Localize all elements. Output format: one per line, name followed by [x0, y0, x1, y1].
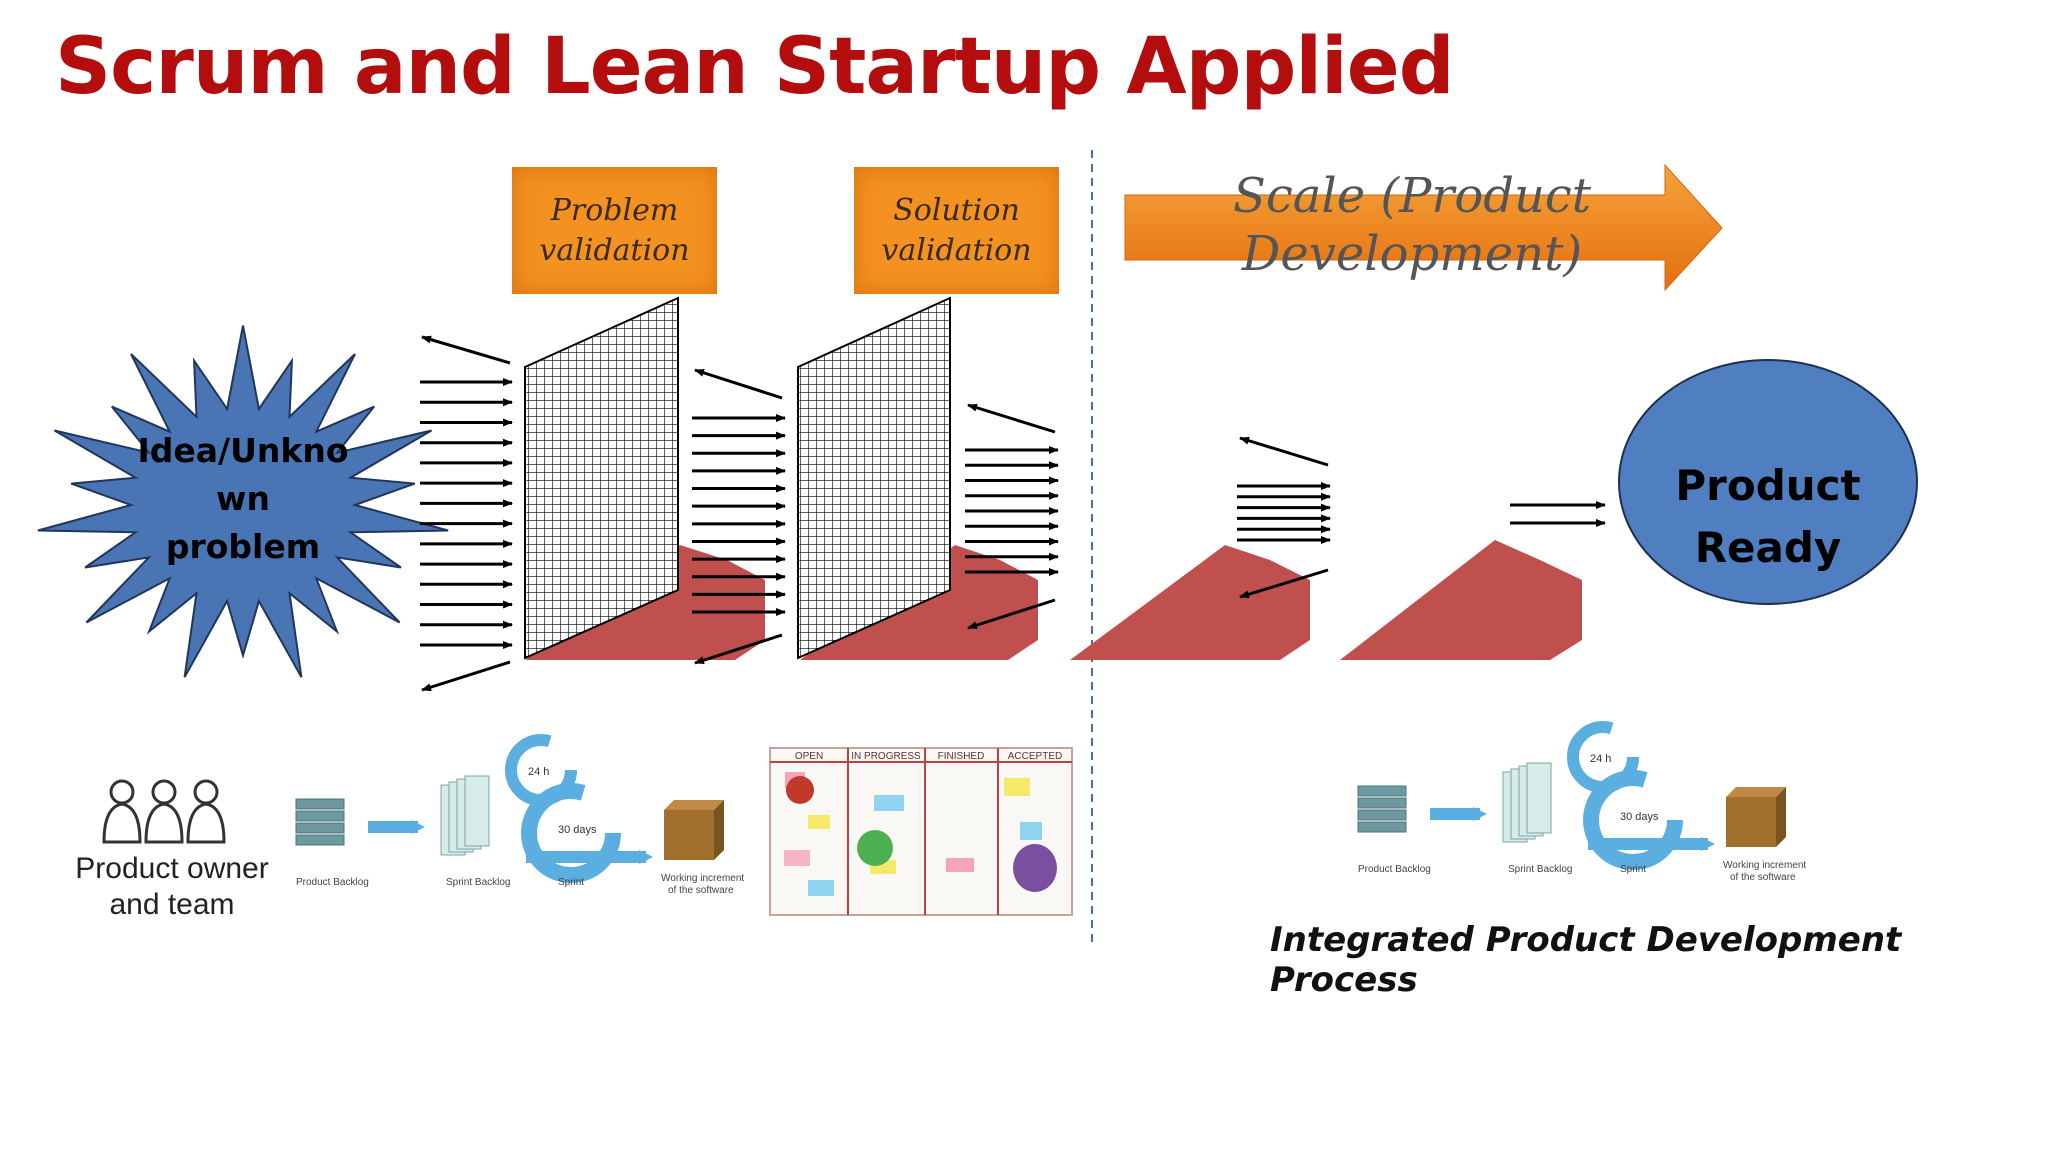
hypothesis-arrows	[420, 335, 1606, 692]
process-caption: Integrated Product Development Process	[1270, 920, 1902, 1000]
cycle-24h-label: 24 h	[528, 766, 549, 778]
arrow	[694, 368, 783, 400]
arrow	[421, 660, 511, 692]
kanban-col-progress: IN PROGRESS	[851, 751, 921, 762]
problem-grid	[524, 296, 679, 660]
product-ready-circle: Product Ready	[1618, 359, 1918, 605]
backlog-item	[295, 834, 345, 846]
sticky-note	[1004, 778, 1030, 796]
idea-starburst: Idea/Unkno wn problem	[37, 325, 449, 678]
sticky-note	[874, 795, 904, 811]
sprint-backlog-label: Sprint Backlog	[446, 877, 510, 888]
idea-label-line2: wn	[216, 479, 270, 518]
scale-arrow: Scale (Product Development)	[1124, 163, 1723, 292]
cycle-24h-label: 24 h	[1590, 753, 1611, 765]
increment-label-line1: Working increment	[1723, 860, 1806, 871]
sticky-note	[784, 850, 810, 866]
funnel-3	[1070, 545, 1310, 660]
sprint-label: Sprint	[1620, 864, 1646, 875]
sticky-note	[1020, 822, 1042, 840]
solution-note-line2: validation	[881, 232, 1032, 268]
increment-box	[664, 810, 714, 860]
scale-label-line2: Development)	[1241, 226, 1582, 282]
team-icon	[102, 779, 226, 844]
increment-label-line1: Working increment	[661, 873, 744, 884]
backlog-item	[1357, 809, 1407, 821]
cycle-30d-label: 30 days	[558, 824, 597, 836]
monster-green-icon	[857, 830, 893, 866]
funnel-4	[1340, 540, 1582, 660]
sticky-note	[808, 880, 834, 896]
sprint-backlog-sheet	[464, 775, 490, 847]
backlog-item	[1357, 797, 1407, 809]
arrow	[1239, 568, 1329, 599]
increment-label-line2: of the software	[668, 885, 734, 896]
arrow	[967, 403, 1056, 434]
backlog-label: Product Backlog	[1358, 864, 1431, 875]
sprint-backlog-label: Sprint Backlog	[1508, 864, 1572, 875]
sprint-label: Sprint	[558, 877, 584, 888]
backlog-item	[295, 810, 345, 822]
increment-label-line2: of the software	[1730, 872, 1796, 883]
cycle-30d-label: 30 days	[1620, 811, 1659, 823]
backlog-item	[295, 822, 345, 834]
backlog-item	[295, 798, 345, 810]
solution-note-line1: Solution	[893, 192, 1020, 228]
idea-label-line3: problem	[166, 527, 320, 566]
team-label-line2: and team	[109, 888, 234, 921]
sprint-cycle	[1583, 770, 1683, 870]
sticky-note	[808, 815, 830, 829]
funnel-shapes	[525, 540, 1582, 660]
sprint-cycle	[521, 783, 621, 883]
product-ready-line2: Ready	[1695, 523, 1842, 572]
arrow	[967, 598, 1056, 630]
solution-grid	[797, 296, 951, 660]
product-ready-line1: Product	[1675, 461, 1860, 510]
increment-box	[1726, 797, 1776, 847]
backlog-label: Product Backlog	[296, 877, 369, 888]
problem-note-line2: validation	[539, 232, 690, 268]
team-label-line1: Product owner	[75, 852, 268, 885]
sticky-note	[946, 858, 974, 872]
kanban-col-open: OPEN	[795, 751, 823, 762]
kanban-board: OPEN IN PROGRESS FINISHED ACCEPTED	[769, 747, 1073, 916]
kanban-col-accepted: ACCEPTED	[1008, 751, 1062, 762]
monster-purple-icon	[1013, 844, 1057, 892]
arrow	[421, 335, 511, 365]
solution-validation-note: Solution validation	[854, 167, 1059, 294]
idea-label-line1: Idea/Unkno	[137, 431, 348, 470]
sprint-backlog-sheet	[1526, 762, 1552, 834]
backlog-item	[1357, 785, 1407, 797]
arrow	[694, 633, 783, 665]
scale-label-line1: Scale (Product	[1233, 168, 1592, 224]
monster-red-icon	[786, 776, 814, 804]
arrow	[1239, 436, 1329, 467]
problem-validation-note: Problem validation	[512, 167, 717, 294]
kanban-col-finished: FINISHED	[938, 751, 985, 762]
problem-note-line1: Problem	[550, 192, 679, 228]
slide-title: Scrum and Lean Startup Applied	[55, 22, 1455, 112]
backlog-item	[1357, 821, 1407, 833]
